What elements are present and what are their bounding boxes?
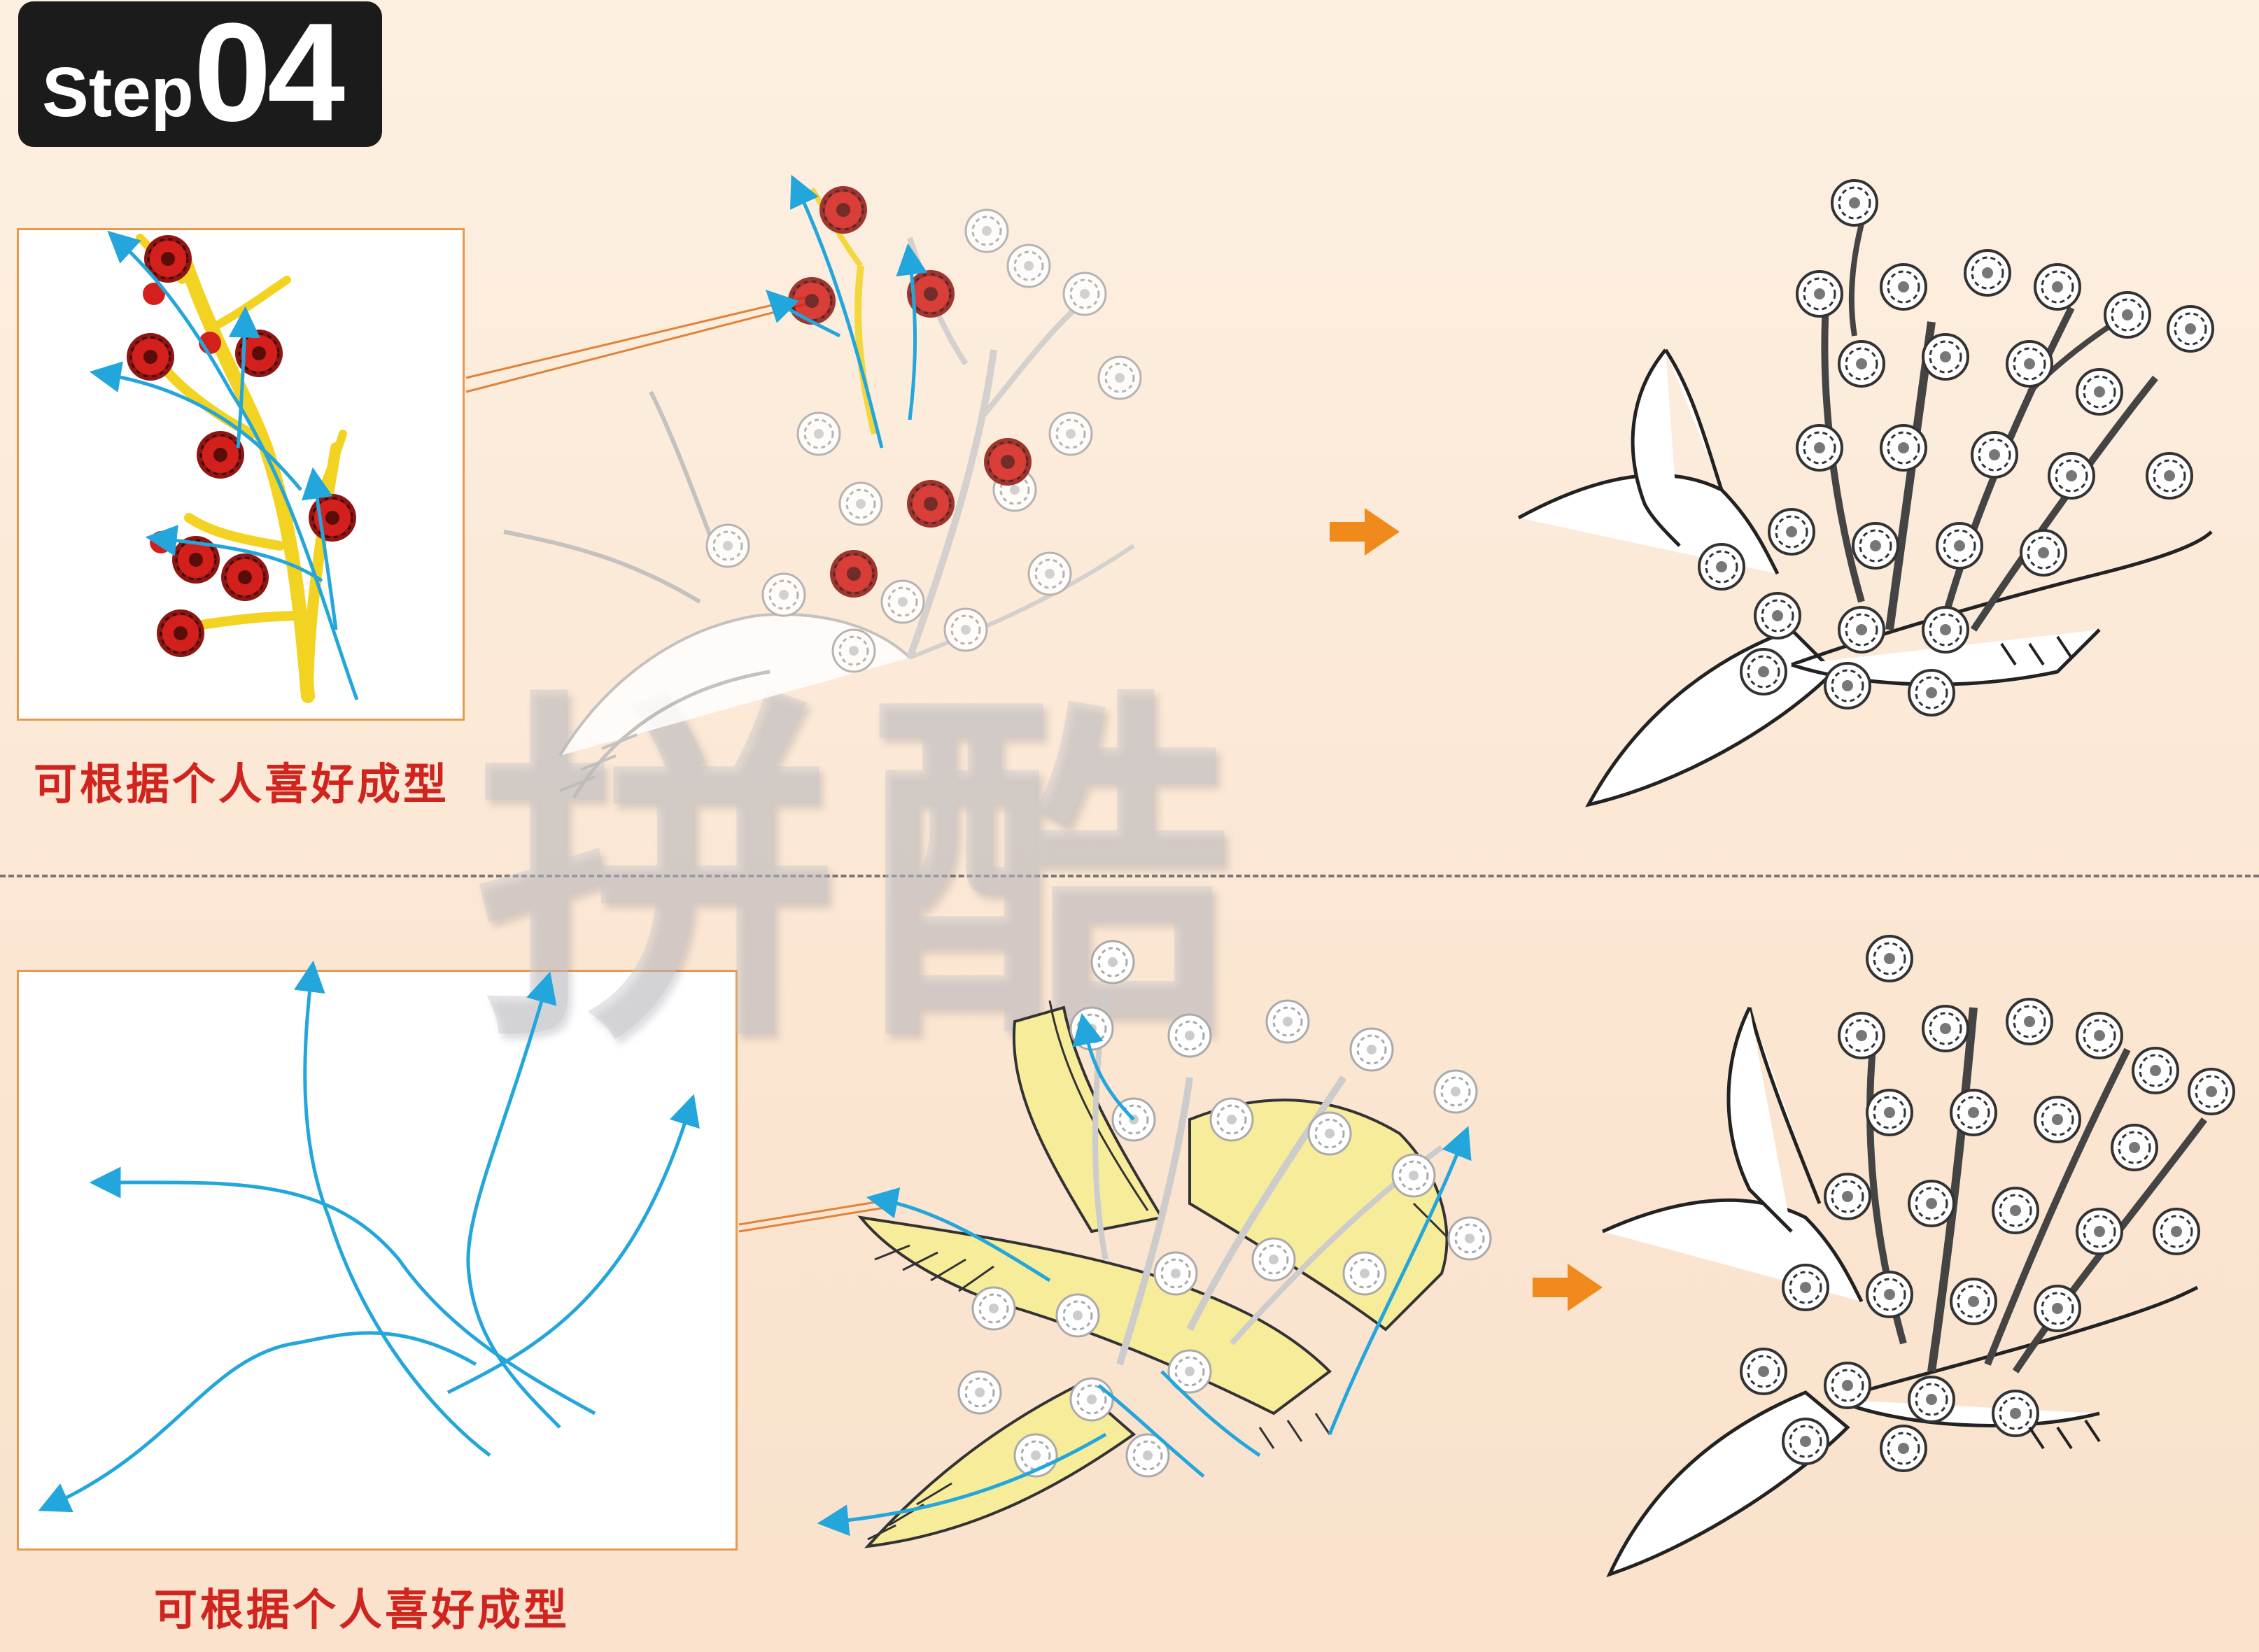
top-finished-bird [1517,179,2214,807]
top-assembly-in-progress [503,185,1142,799]
top-assembly-guide-arrows [766,174,928,449]
step-label: Step [42,53,194,132]
right-arrow-icon-bottom [1533,1264,1603,1311]
caption-bottom: 可根据个人喜好成型 [154,1584,570,1635]
bottom-assembly-in-progress [857,940,1492,1548]
guide-arrow-icon [89,230,359,700]
right-arrow-icon [1330,508,1400,556]
leader-lines-top [465,296,805,393]
step-number: 04 [193,0,345,150]
step-badge: Step 04 [18,1,382,147]
caption-top: 可根据个人喜好成型 [34,758,450,810]
top-detail-branch [125,234,358,703]
section-divider [0,875,2259,877]
bottom-assembly-guide-arrows [817,1012,1472,1537]
bottom-detail-guide-arrows [38,960,700,1513]
bottom-finished-bird [1601,935,2235,1578]
leader-lines-bottom [738,1199,889,1233]
